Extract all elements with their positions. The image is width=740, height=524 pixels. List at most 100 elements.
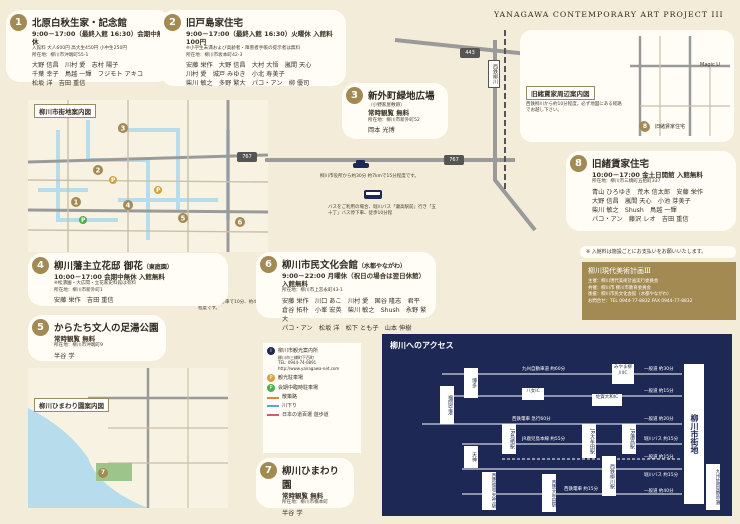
map-marker-6: [235, 217, 245, 227]
artist-list: 安藤 栄作 川口 あこ 川村 愛 国谷 隆志 君平 倉谷 拓朴 小峯 宏英 柴川…: [282, 297, 427, 332]
himawari-map-graphic: [28, 368, 228, 508]
artist-list: 安藤 栄作 吉田 重信: [54, 296, 114, 304]
route-label: 一般道 約40分: [644, 489, 674, 494]
route-label: 九州自動車道 約60分: [522, 367, 566, 372]
venue-hours: 常時観覧 無料: [368, 109, 410, 118]
himawari-map-label: 柳川ひまわり園案内図: [34, 398, 109, 412]
venue-card-6: 6 柳川市民文化会館（水都やながわ） 9:00－22:00 月曜休（祝日の場合は…: [256, 252, 436, 332]
venue-hours: 9:00－22:00 月曜休（祝日の場合は翌日休館）入館無料: [282, 272, 426, 289]
kyu-map-marker-num: 8: [642, 123, 648, 130]
venue-name: 北原白秋生家・記念館: [32, 18, 128, 29]
access-node-jr-omuta: JR大牟田駅: [582, 424, 596, 458]
bus-note-1: 柳川市役所から約30分 約7kmで15分程度です。: [320, 174, 419, 179]
legend-walk: 散策路: [282, 394, 298, 401]
map-marker-4: [123, 200, 133, 210]
city-map-label: 柳川市街地案内図: [34, 104, 96, 118]
walk-route-swatch: [267, 396, 279, 399]
legend-walk-row: 散策路: [267, 394, 357, 401]
city-center-map: 3 2 1 4 5 6 P P P: [28, 100, 268, 252]
access-node-jr-setaka: JR瀬高駅: [622, 424, 636, 454]
parking-marker: [109, 176, 117, 184]
legend-parking-row: P 観光駐車場: [267, 374, 357, 383]
venue-card-3: 3 新外町緑地広場 （小野家屋敷跡） 常時観覧 無料 所在地：柳川市新外町52 …: [342, 83, 448, 139]
venue-address: 所在地：柳川市沖端町9: [54, 343, 103, 349]
access-node-hakata: 博多: [464, 368, 478, 398]
venue-name: 柳川藩主立花邸 御花（東庭園）: [54, 261, 173, 272]
kyu-map-marker: 8: [640, 122, 650, 132]
route-767-east-label: 767: [449, 157, 459, 163]
venue-number: 2: [164, 14, 181, 31]
organizer-line: お問合せ：TEL 0944-77-8832 FAX 0944-77-8832: [588, 298, 693, 304]
info-title-row: i 柳川市観光案内所: [267, 347, 357, 355]
venue-number: 6: [260, 256, 277, 273]
info-icon: i: [267, 347, 275, 355]
temp-parking-icon: P: [267, 384, 275, 393]
route-label: JR鹿児島本線 約55分: [522, 437, 566, 442]
svg-text:2: 2: [96, 167, 101, 175]
artist-list: 半谷 学: [282, 509, 303, 517]
nishitetsu-station-label: 西鉄柳川: [488, 60, 500, 88]
venue-fee: 入館料 大人600円 高大生450円 小中生250円: [32, 46, 127, 52]
route-label: 一般道 約20分: [644, 417, 674, 422]
legend-parking: 観光駐車場: [278, 374, 304, 381]
route-767-label: 767: [242, 154, 252, 160]
info-title: 柳川市観光案内所: [278, 347, 319, 354]
artist-list: 安藤 栄作 大野 信昌 大村 大悟 嵐間 天心 川村 愛 城戸 みゆき 小北 寿…: [186, 62, 312, 88]
venue-hours: 9:00－17:00（最終入館 16:30）火曜休 入館料100円: [186, 30, 333, 47]
access-node-saga-airport: 九州佐賀国際空港: [706, 464, 720, 510]
venue-sub: （小野家屋敷跡）: [368, 103, 405, 108]
svg-text:6: 6: [238, 219, 243, 227]
venue-name: 柳川ひまわり園: [282, 466, 340, 491]
access-title: 柳川へのアクセス: [390, 341, 454, 350]
route-label: 堀川バス 約15分: [644, 473, 679, 478]
legend-temp-parking-row: P 会期中臨時駐車場: [267, 384, 357, 393]
himawari-map: 柳川ひまわり園案内図 7: [28, 368, 228, 508]
map-marker-1: [71, 197, 81, 207]
kyu-map-label: 旧緒賃家周辺案内図: [526, 86, 595, 100]
map-marker-3: [118, 123, 128, 133]
venue-address: 所在地：柳川市上宮永町43-1: [282, 288, 343, 294]
organizer-line: 主催：柳川現代美術計画実行委員会: [588, 279, 659, 284]
map-marker-5: [178, 213, 188, 223]
access-destination: 柳川市街地: [684, 364, 704, 504]
artist-list: 青山 ひろゆき 荒木 信太郎 安藤 栄作 大野 信昌 嵐間 天心 小池 芽美子 …: [592, 188, 704, 223]
kyu-map-note: 西鉄柳川から約10分程度。必ず地図にある経路でお越し下さい。: [526, 102, 622, 114]
route-767-shield: 767: [237, 152, 257, 162]
himawari-marker-num: 7: [100, 469, 106, 476]
artist-list: 半谷 学: [54, 352, 75, 360]
legend-temp-parking: 会期中臨時駐車場: [278, 384, 319, 391]
access-node-nishitetsu-fukuoka: 西鉄福岡(天神)駅: [482, 472, 496, 510]
organizer-line: 共催：柳川市 柳川市教育委員会: [588, 285, 651, 291]
route-label: 西鉄電車 約15分: [564, 487, 599, 492]
legend: i 柳川市観光案内所 柳川市三橋町下百町 TEL: 0944-74-0891 h…: [263, 343, 361, 453]
legend-river: 川下り: [282, 402, 298, 409]
venue-number: 7: [260, 462, 277, 479]
svg-text:P: P: [156, 187, 161, 194]
route-443-label: 443: [465, 50, 475, 56]
bus-note-3: 西鉄柳川から車で10分、約4km 15分程度です。: [198, 300, 275, 312]
access-node-fukuoka-airport: 福岡空港: [440, 386, 454, 424]
venue-number: 3: [346, 87, 363, 104]
bus-icon: [364, 190, 382, 199]
venue-address: 所在地：柳川市橋本町: [282, 500, 328, 506]
kyu-inset-map: 旧緒賃家周辺案内図 西鉄柳川から約10分程度。必ず地図にある経路でお越し下さい。…: [520, 30, 734, 142]
access-panel: 柳川へのアクセス 福岡空港 博多 天神 JR鳥栖駅 JR大牟田駅 JR瀬高駅 西…: [382, 334, 732, 516]
project-title: YANAGAWA CONTEMPORARY ART PROJECT III: [494, 10, 724, 19]
organizer-box: 柳川現代美術計画Ⅲ 主催：柳川現代美術計画実行委員会 共催：柳川市 柳川市教育委…: [582, 262, 736, 320]
legend-sakura: 日本の道百選 遊歩道: [282, 411, 329, 418]
venue-name: 旧緒賃家住宅: [592, 159, 650, 170]
svg-text:4: 4: [126, 202, 131, 210]
info-line: http://www.yanagawa-net.com: [278, 365, 340, 371]
svg-text:P: P: [81, 217, 86, 224]
bus-note-2: バスをご利用の場合、堀川バス「瀬高駅前」行き「五十丁」バス停下車、徒歩10分程: [328, 205, 436, 217]
venue-fee: ※松濤園・大広間・立花家史料館は有料: [54, 281, 136, 287]
route-label: 堀川バス 約15分: [644, 437, 679, 442]
venue-hours: 10:00－17:00 金土日開館 入館無料: [592, 171, 703, 179]
admission-note: ※ 入館料は施設ごとにお支払いをお願いいたします。: [580, 246, 736, 258]
legend-river-row: 川下り: [267, 403, 357, 410]
organizer-line: 後援：柳川市民文化会館（水都やながわ）: [588, 292, 672, 298]
access-node-jr-tosu: JR鳥栖駅: [502, 424, 516, 454]
venue-name: 旧戸島家住宅: [186, 18, 244, 29]
venue-card-4: 4 柳川藩主立花邸 御花（東庭園） 10:00－17:00 会期中無休 入館無料…: [28, 253, 228, 306]
venue-name: 柳川市民文化会館（水都やながわ）: [282, 260, 407, 271]
